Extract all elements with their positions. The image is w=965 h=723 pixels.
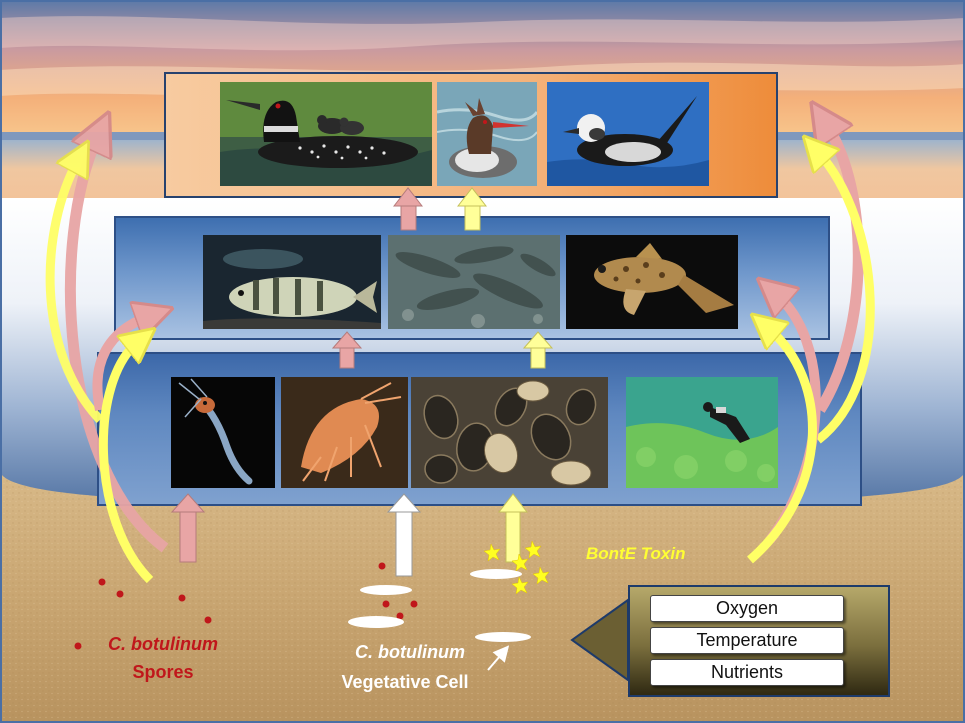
photo-cladophora-diver	[626, 377, 778, 488]
spores-label-line2: Spores	[132, 662, 194, 682]
factor-oxygen: Oxygen	[650, 595, 844, 622]
spores-label-line1: C. botulinum	[108, 634, 218, 654]
vegetative-label-line1: C. botulinum	[355, 642, 465, 662]
vegetative-label-line2: Vegetative Cell	[341, 672, 469, 692]
photo-round-goby-school	[388, 235, 560, 329]
factor-temperature: Temperature	[650, 627, 844, 654]
photo-quagga-mussels	[411, 377, 608, 488]
factor-nutrients: Nutrients	[650, 659, 844, 686]
photo-common-loon	[220, 82, 432, 186]
environmental-factors-box: Oxygen Temperature Nutrients	[628, 585, 890, 697]
photo-round-goby	[566, 235, 738, 329]
photo-zooplankton	[171, 377, 275, 488]
photo-long-tailed-duck	[547, 82, 709, 186]
photo-red-breasted-merganser	[437, 82, 537, 186]
toxin-label: BontE Toxin	[586, 544, 686, 563]
photo-amphipod	[281, 377, 408, 488]
photo-yellow-perch	[203, 235, 381, 329]
